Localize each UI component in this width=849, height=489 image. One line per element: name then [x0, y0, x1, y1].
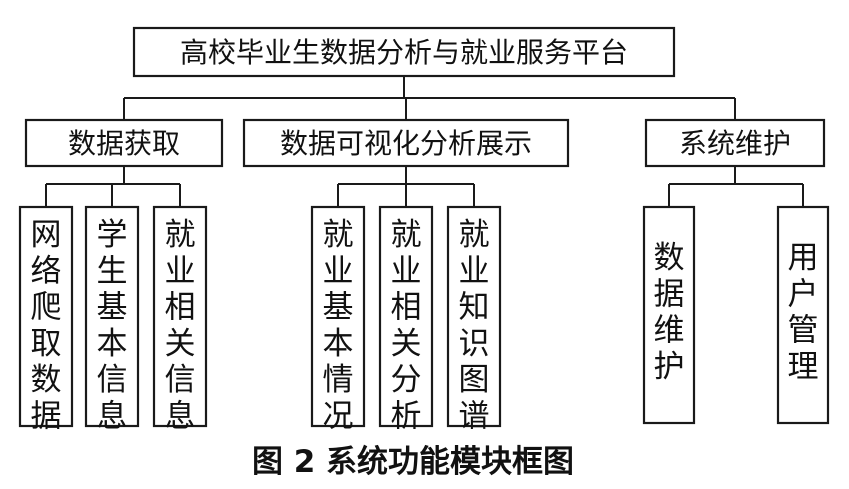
leaf-box-employment-analysis — [378, 205, 434, 428]
branch-box-system-maintenance — [644, 118, 826, 168]
leaf-employment-overview: 就业基本情况 — [310, 205, 366, 434]
leaf-label-student-basic-info: 学生基本信息 — [97, 217, 128, 434]
leaf-label-knowledge-graph: 就业知识图谱 — [459, 217, 490, 434]
leaf-label-user-management: 用户管理 — [788, 240, 819, 385]
leaf-box-knowledge-graph — [446, 205, 502, 428]
leaf-employment-info: 就业相关信息 — [152, 205, 208, 434]
branch-label-data-acquisition: 数据获取 — [68, 127, 180, 160]
leaf-data-maintenance: 数据维护 — [642, 205, 696, 425]
leaf-employment-analysis: 就业相关分析 — [378, 205, 434, 434]
leaf-user-management: 用户管理 — [776, 205, 830, 425]
leaf-label-data-maintenance: 数据维护 — [654, 240, 685, 385]
connector-lines — [45, 76, 804, 207]
leaf-label-employment-analysis: 就业相关分析 — [391, 217, 422, 434]
branch-label-system-maintenance: 系统维护 — [679, 127, 791, 160]
root-node: 高校毕业生数据分析与就业服务平台 — [132, 26, 676, 78]
branch-visual-analysis: 数据可视化分析展示 — [242, 118, 570, 168]
branch-box-visual-analysis — [242, 118, 570, 168]
leaf-label-employment-overview: 就业基本情况 — [323, 217, 354, 434]
leaf-label-web-crawl-data: 网络爬取数据 — [31, 217, 62, 434]
caption-title: 系统功能模块框图 — [326, 444, 574, 480]
leaf-web-crawl-data: 网络爬取数据 — [18, 205, 74, 434]
root-label: 高校毕业生数据分析与就业服务平台 — [180, 36, 628, 69]
leaf-box-web-crawl-data — [18, 205, 74, 428]
caption-figure-number: 图 2 — [252, 444, 315, 480]
figure-caption: 图 2 系统功能模块框图 — [252, 444, 574, 480]
branch-label-visual-analysis: 数据可视化分析展示 — [280, 127, 532, 160]
leaf-box-data-maintenance — [642, 205, 696, 425]
branch-system-maintenance: 系统维护 — [644, 118, 826, 168]
leaf-knowledge-graph: 就业知识图谱 — [446, 205, 502, 434]
leaf-student-basic-info: 学生基本信息 — [84, 205, 140, 434]
leaf-box-student-basic-info — [84, 205, 140, 428]
leaf-box-user-management — [776, 205, 830, 425]
branch-box-data-acquisition — [24, 118, 224, 168]
leaf-box-employment-info — [152, 205, 208, 428]
root-box — [132, 26, 676, 78]
leaf-label-employment-info: 就业相关信息 — [165, 217, 196, 434]
branch-data-acquisition: 数据获取 — [24, 118, 224, 168]
leaf-box-employment-overview — [310, 205, 366, 428]
